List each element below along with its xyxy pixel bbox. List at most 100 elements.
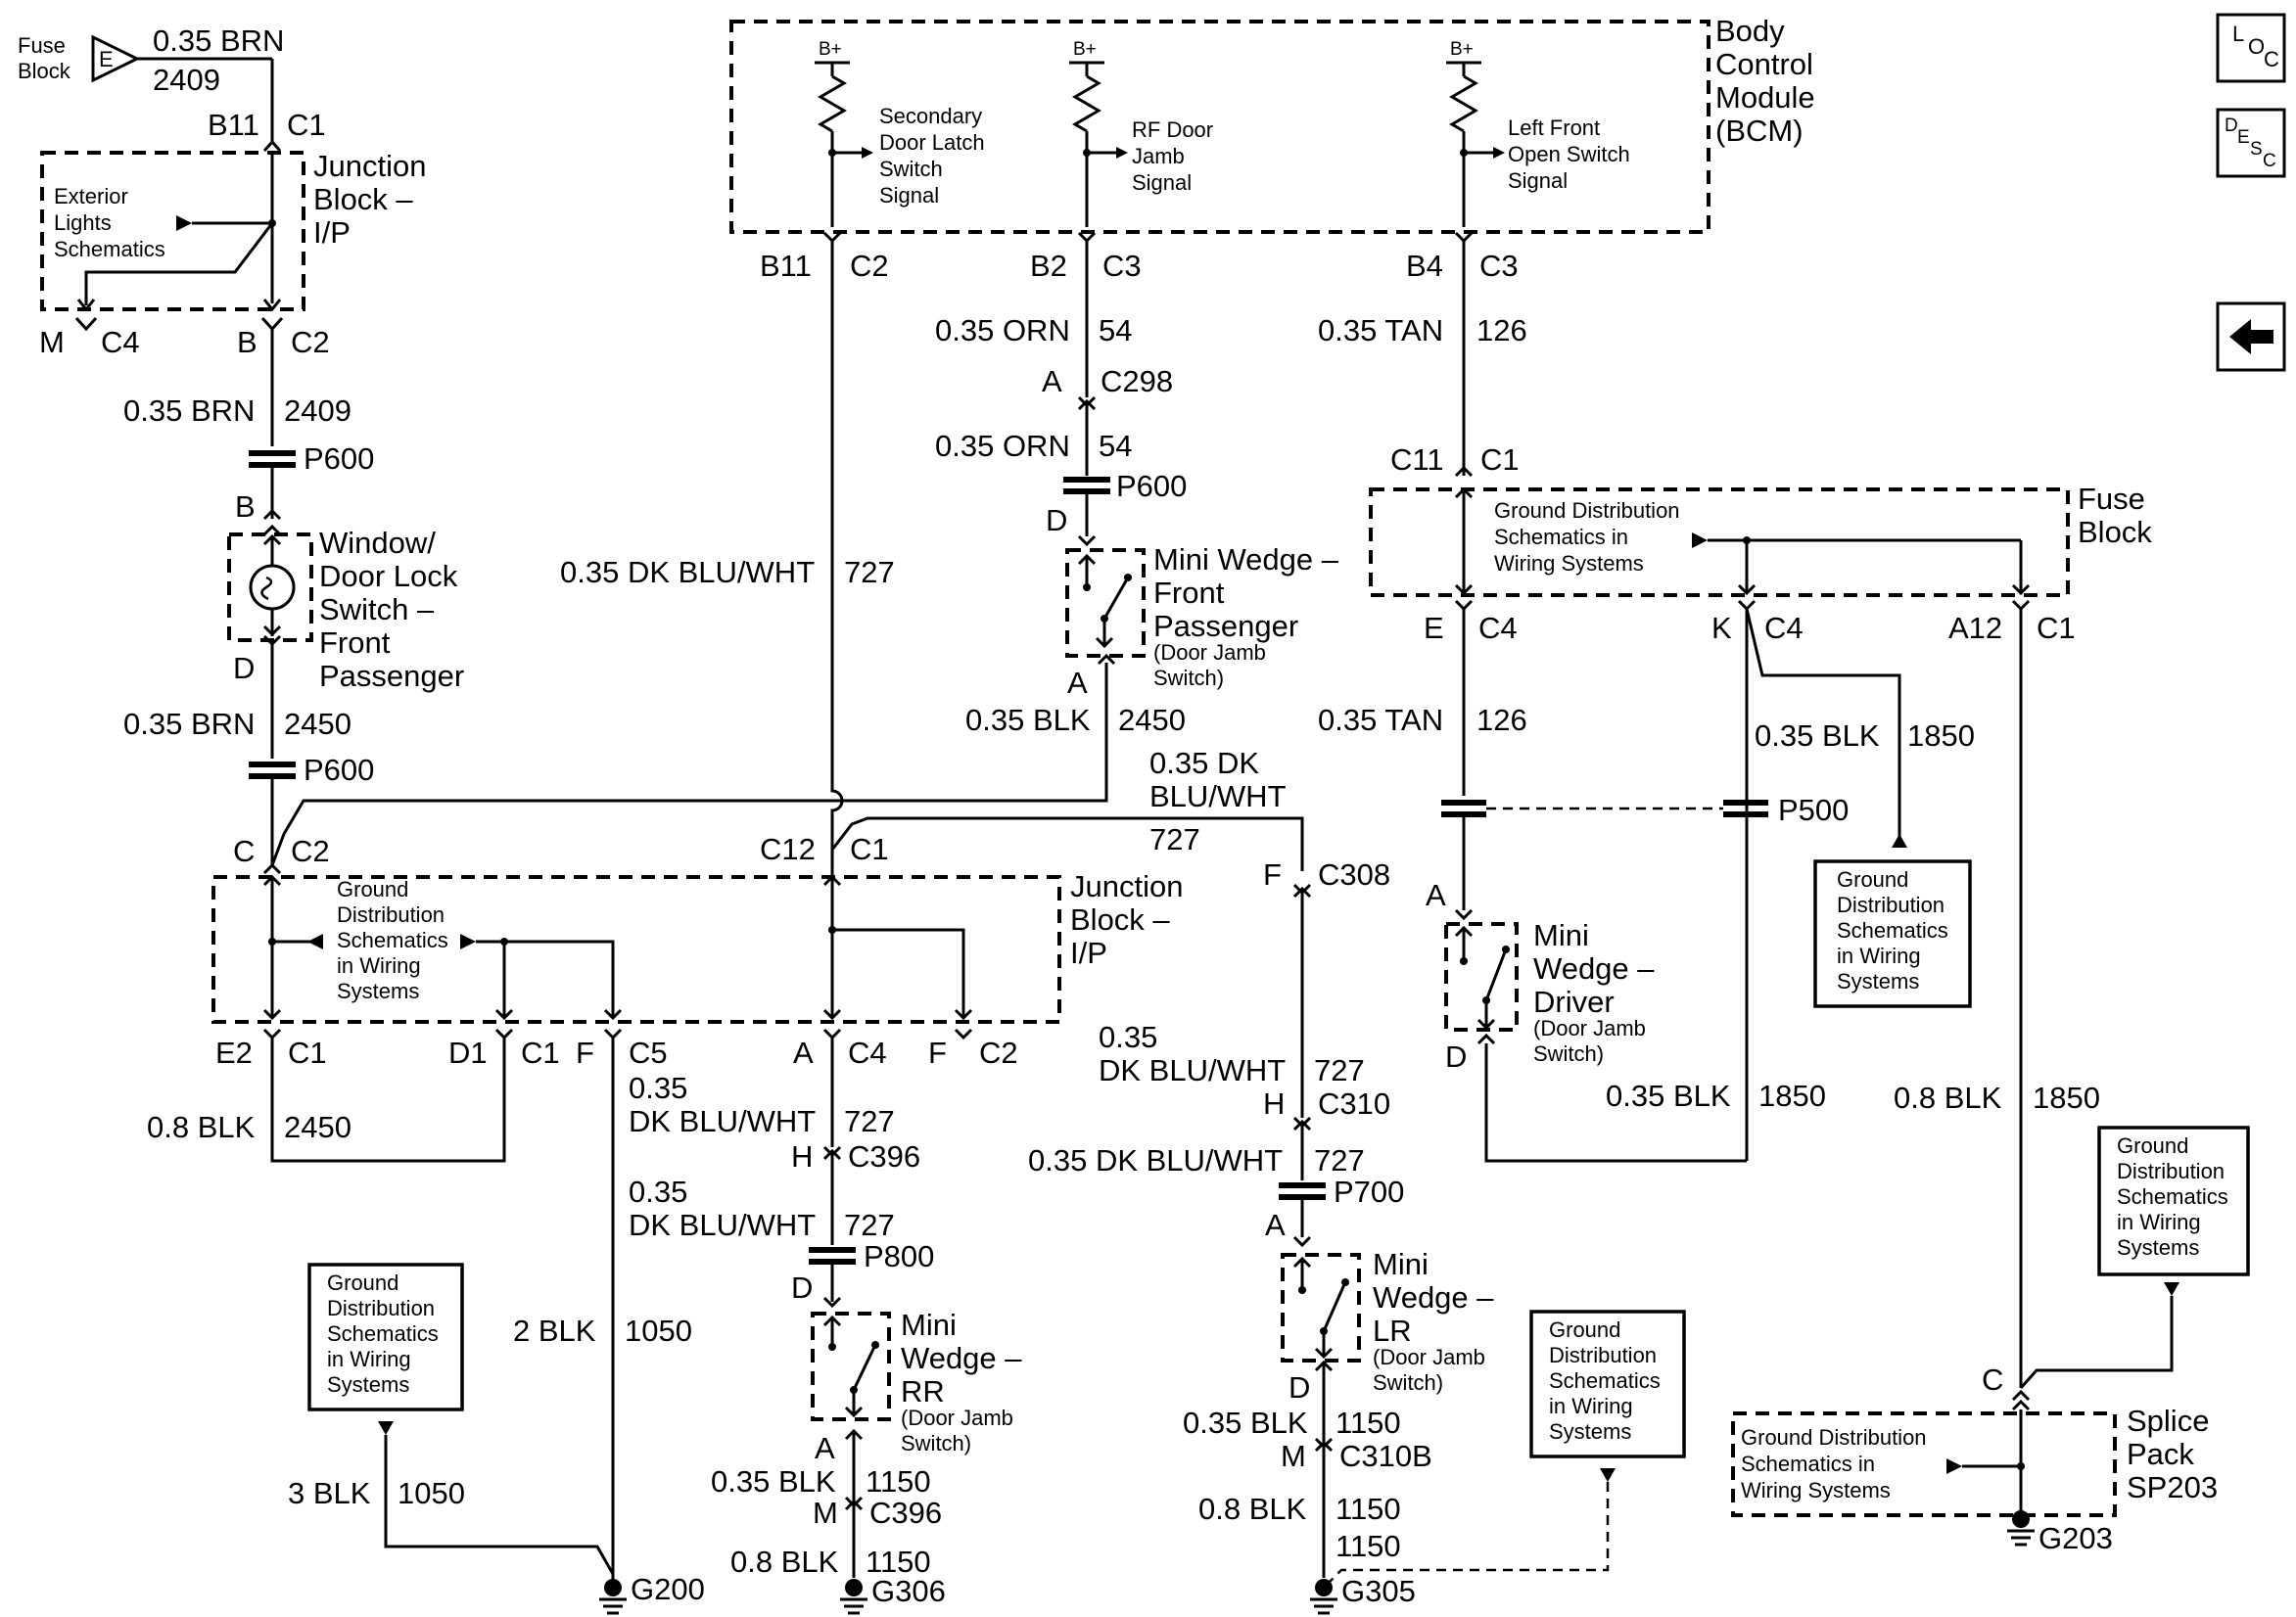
svg-text:P500: P500 xyxy=(1778,793,1849,827)
svg-text:Schematics: Schematics xyxy=(1837,918,1948,943)
gd-box-g200[interactable]: Ground Distribution Schematics in Wiring… xyxy=(307,1263,464,1411)
bcm-signal-left-front-open: B+ Left Front Open Switch Signal xyxy=(1446,39,1630,227)
svg-text:Door Latch: Door Latch xyxy=(879,130,985,155)
svg-text:1850: 1850 xyxy=(1907,718,1975,753)
svg-text:C: C xyxy=(1982,1363,2003,1397)
svg-text:1150: 1150 xyxy=(1335,1492,1401,1526)
connector-f-c5: F C5 xyxy=(576,1028,668,1070)
svg-text:A: A xyxy=(793,1036,814,1070)
svg-text:Passenger: Passenger xyxy=(1153,609,1298,643)
svg-text:2409: 2409 xyxy=(284,393,351,428)
connector-m-c4: M C4 xyxy=(39,316,140,359)
svg-text:B: B xyxy=(235,489,256,524)
svg-text:2450: 2450 xyxy=(284,1110,351,1144)
wire-08-blk-1850: 0.8 BLK 1850 xyxy=(1894,1081,2100,1115)
svg-text:Lights: Lights xyxy=(54,210,112,235)
splice-pack-sp203: Splice Pack SP203 Ground Distribution Sc… xyxy=(1731,1404,2218,1519)
svg-text:Distribution: Distribution xyxy=(1549,1343,1657,1367)
svg-text:C298: C298 xyxy=(1101,364,1173,398)
svg-text:H: H xyxy=(1263,1086,1285,1121)
svg-text:C4: C4 xyxy=(101,325,140,359)
gd-box-k-c4[interactable]: Ground Distribution Schematics in Wiring… xyxy=(1813,859,1972,1008)
svg-text:0.35 DK BLU/WHT: 0.35 DK BLU/WHT xyxy=(1028,1143,1283,1178)
svg-text:1150: 1150 xyxy=(866,1464,931,1499)
connector-h-c310: H C310 xyxy=(1263,1086,1390,1132)
svg-text:Switch –: Switch – xyxy=(319,592,435,626)
svg-text:0.35: 0.35 xyxy=(629,1071,687,1105)
connector-p600-b: P600 xyxy=(249,753,374,787)
svg-text:C4: C4 xyxy=(848,1036,887,1070)
svg-text:C2: C2 xyxy=(291,834,330,868)
svg-text:Ground: Ground xyxy=(337,877,408,901)
svg-text:P600: P600 xyxy=(304,441,374,476)
loc-button[interactable]: L O C xyxy=(2216,13,2286,83)
svg-text:D: D xyxy=(1046,503,1067,537)
gd-box-g305[interactable]: Ground Distribution Schematics in Wiring… xyxy=(1529,1310,1686,1458)
svg-text:0.35 DK BLU/WHT: 0.35 DK BLU/WHT xyxy=(560,555,815,589)
connector-c11-c1: C11 C1 xyxy=(1390,442,1520,478)
connector-p700: P700 xyxy=(1279,1175,1404,1209)
svg-text:Mini: Mini xyxy=(1533,918,1589,952)
svg-text:G203: G203 xyxy=(2038,1521,2113,1555)
svg-text:B+: B+ xyxy=(819,39,842,60)
svg-text:727: 727 xyxy=(1149,822,1200,856)
ground-g200: G200 xyxy=(599,1572,705,1615)
ground-g305: G305 xyxy=(1310,1574,1416,1615)
wire-08-blk-1150-lr: 0.8 BLK 1150 xyxy=(1198,1492,1401,1526)
wire-035-dkbluwht-727-f: 0.35 DK BLU/WHT 727 xyxy=(1028,1143,1365,1178)
svg-text:in Wiring: in Wiring xyxy=(1837,944,1921,968)
svg-text:Window/: Window/ xyxy=(319,526,436,560)
connector-p600-c: P600 xyxy=(1063,469,1187,503)
svg-text:F: F xyxy=(576,1036,594,1070)
svg-text:Schematics: Schematics xyxy=(1549,1368,1661,1393)
svg-text:Driver: Driver xyxy=(1533,985,1615,1019)
svg-text:C310B: C310B xyxy=(1339,1439,1432,1473)
wire-035-dkbluwht-727-e: 0.35 DK BLU/WHT 727 xyxy=(1099,1020,1365,1087)
connector-e2-c1: E2 C1 xyxy=(215,1028,327,1070)
desc-button[interactable]: D E S C xyxy=(2216,108,2286,178)
svg-text:D: D xyxy=(2225,116,2238,136)
svg-text:Wedge –: Wedge – xyxy=(1373,1280,1494,1315)
svg-text:B+: B+ xyxy=(1073,39,1097,60)
svg-text:Jamb: Jamb xyxy=(1132,144,1185,168)
svg-text:Wedge –: Wedge – xyxy=(1533,951,1655,986)
svg-text:Systems: Systems xyxy=(1549,1419,1631,1444)
window-door-lock-switch: Window/ Door Lock Switch – Front Passeng… xyxy=(227,524,464,693)
svg-text:C: C xyxy=(233,834,255,868)
svg-text:C2: C2 xyxy=(979,1036,1018,1070)
fuse-block-right: Fuse Block Ground Distribution Schematic… xyxy=(1369,482,2152,597)
ground-g306: G306 xyxy=(840,1574,946,1615)
connector-e-c4: E C4 xyxy=(1424,599,1518,645)
connector-p800: P800 xyxy=(809,1239,934,1273)
svg-text:Mini: Mini xyxy=(901,1308,957,1342)
svg-text:Pack: Pack xyxy=(2127,1437,2194,1471)
svg-text:0.35 BLK: 0.35 BLK xyxy=(1755,718,1880,753)
bcm-module: Body Control Module (BCM) xyxy=(729,14,1815,234)
svg-text:Junction: Junction xyxy=(313,149,426,183)
svg-text:1850: 1850 xyxy=(2033,1081,2100,1115)
back-button[interactable] xyxy=(2216,301,2286,372)
wire-035-tan-126-b: 0.35 TAN 126 xyxy=(1318,703,1527,737)
svg-text:B+: B+ xyxy=(1450,39,1474,60)
connector-h-c396: H C396 xyxy=(791,1139,920,1174)
wire-08-blk-1150-rr: 0.8 BLK 1150 xyxy=(730,1545,931,1579)
svg-text:Ground: Ground xyxy=(1837,867,1908,892)
svg-text:0.35: 0.35 xyxy=(629,1175,687,1209)
svg-text:M: M xyxy=(813,1496,838,1530)
svg-text:Passenger: Passenger xyxy=(319,659,464,693)
svg-text:E: E xyxy=(99,47,114,71)
connector-m-c396: M C396 xyxy=(813,1496,942,1530)
wire-035-tan-126-a: 0.35 TAN 126 xyxy=(1318,313,1527,347)
svg-text:Switch): Switch) xyxy=(901,1431,971,1455)
svg-text:126: 126 xyxy=(1476,313,1527,347)
svg-text:Systems: Systems xyxy=(1837,969,1919,993)
svg-text:0.35 BRN: 0.35 BRN xyxy=(123,707,255,741)
svg-text:Signal: Signal xyxy=(1508,168,1568,193)
gd-box-splice[interactable]: Ground Distribution Schematics in Wiring… xyxy=(2097,1126,2250,1276)
svg-text:727: 727 xyxy=(844,1104,895,1138)
svg-text:E2: E2 xyxy=(215,1036,253,1070)
svg-text:Ground: Ground xyxy=(1549,1317,1620,1342)
svg-text:M: M xyxy=(1281,1439,1306,1473)
svg-text:Junction: Junction xyxy=(1070,869,1183,903)
svg-text:A: A xyxy=(815,1431,835,1465)
